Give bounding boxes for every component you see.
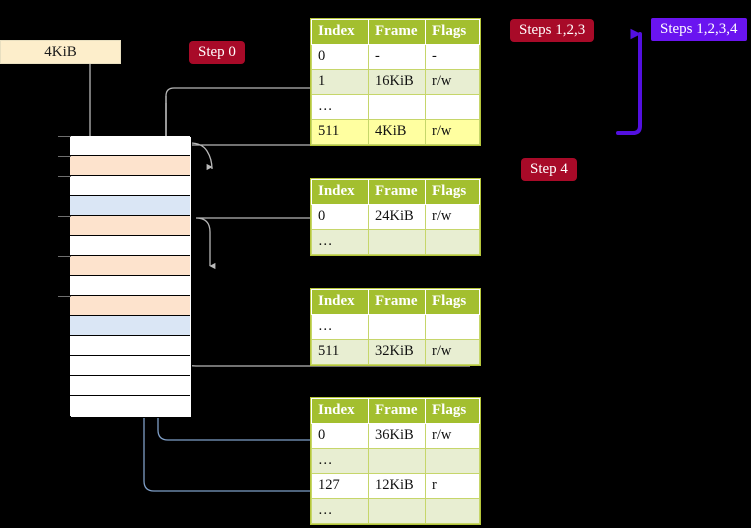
cell-index: 127 <box>311 473 369 499</box>
cell-frame <box>368 94 426 120</box>
cell-index: 511 <box>311 119 369 145</box>
cell-index: 0 <box>311 44 369 70</box>
column-header-flags: Flags <box>425 19 480 45</box>
steps-123-label: Steps 1,2,3 <box>510 19 595 42</box>
table-row: … <box>311 448 480 474</box>
memory-frame-row <box>70 136 190 156</box>
cell-flags: r/w <box>425 119 480 145</box>
column-header-flags: Flags <box>425 398 480 424</box>
cell-frame <box>368 498 426 524</box>
memory-frame-row <box>70 356 190 376</box>
cell-frame <box>368 314 426 340</box>
steps-1234-label: Steps 1,2,3,4 <box>651 18 747 41</box>
column-header-index: Index <box>311 289 369 315</box>
memory-frame-row <box>70 156 190 176</box>
cell-frame <box>368 448 426 474</box>
cell-frame: 12KiB <box>368 473 426 499</box>
table-row: … <box>311 229 480 255</box>
column-header-frame: Frame <box>368 19 426 45</box>
cell-frame: 4KiB <box>368 119 426 145</box>
memory-tick <box>58 216 71 217</box>
frame-size-label: 4KiB <box>44 44 77 60</box>
cell-frame: 16KiB <box>368 69 426 95</box>
table-row: … <box>311 314 480 340</box>
cell-flags: r/w <box>425 204 480 230</box>
cell-frame: 24KiB <box>368 204 426 230</box>
column-header-index: Index <box>311 398 369 424</box>
memory-frame-row <box>70 396 190 416</box>
memory-frame-row <box>70 216 190 236</box>
memory-rows-container <box>70 136 190 416</box>
cell-flags: r <box>425 473 480 499</box>
cell-flags <box>425 498 480 524</box>
cell-flags: r/w <box>425 339 480 365</box>
column-header-frame: Frame <box>368 289 426 315</box>
cell-index: … <box>311 448 369 474</box>
cell-flags <box>425 314 480 340</box>
column-header-flags: Flags <box>425 289 480 315</box>
cell-index: 0 <box>311 204 369 230</box>
memory-frame-row <box>70 296 190 316</box>
column-header-index: Index <box>311 179 369 205</box>
cell-flags <box>425 94 480 120</box>
table-row: … <box>311 94 480 120</box>
cell-flags: r/w <box>425 69 480 95</box>
step-0-label: Step 0 <box>189 41 245 64</box>
memory-frame-row <box>70 196 190 216</box>
column-header-frame: Frame <box>368 179 426 205</box>
memory-frame-row <box>70 336 190 356</box>
cell-index: 1 <box>311 69 369 95</box>
column-header-frame: Frame <box>368 398 426 424</box>
memory-frame-row <box>70 176 190 196</box>
step-4-label: Step 4 <box>521 158 577 181</box>
cell-flags: r/w <box>425 423 480 449</box>
memory-frame-row <box>70 256 190 276</box>
memory-frame-row <box>70 376 190 396</box>
memory-frame-row <box>70 316 190 336</box>
memory-tick <box>58 296 71 297</box>
column-header-index: Index <box>311 19 369 45</box>
cell-flags <box>425 229 480 255</box>
memory-frame-row <box>70 236 190 256</box>
cell-index: … <box>311 314 369 340</box>
table-row: … <box>311 498 480 524</box>
table-row: 0-- <box>311 44 480 70</box>
memory-frame-row <box>70 276 190 296</box>
cell-flags <box>425 448 480 474</box>
memory-tick <box>58 256 71 257</box>
cell-index: 0 <box>311 423 369 449</box>
cell-frame: 32KiB <box>368 339 426 365</box>
memory-tick <box>58 136 71 137</box>
cell-index: … <box>311 229 369 255</box>
cell-frame: 36KiB <box>368 423 426 449</box>
cell-index: … <box>311 498 369 524</box>
cell-flags: - <box>425 44 480 70</box>
cell-frame <box>368 229 426 255</box>
cell-index: … <box>311 94 369 120</box>
cell-index: 511 <box>311 339 369 365</box>
memory-tick <box>58 156 71 157</box>
column-header-flags: Flags <box>425 179 480 205</box>
memory-tick <box>58 176 71 177</box>
cell-frame: - <box>368 44 426 70</box>
frame-size-box: 4KiB <box>0 40 121 64</box>
